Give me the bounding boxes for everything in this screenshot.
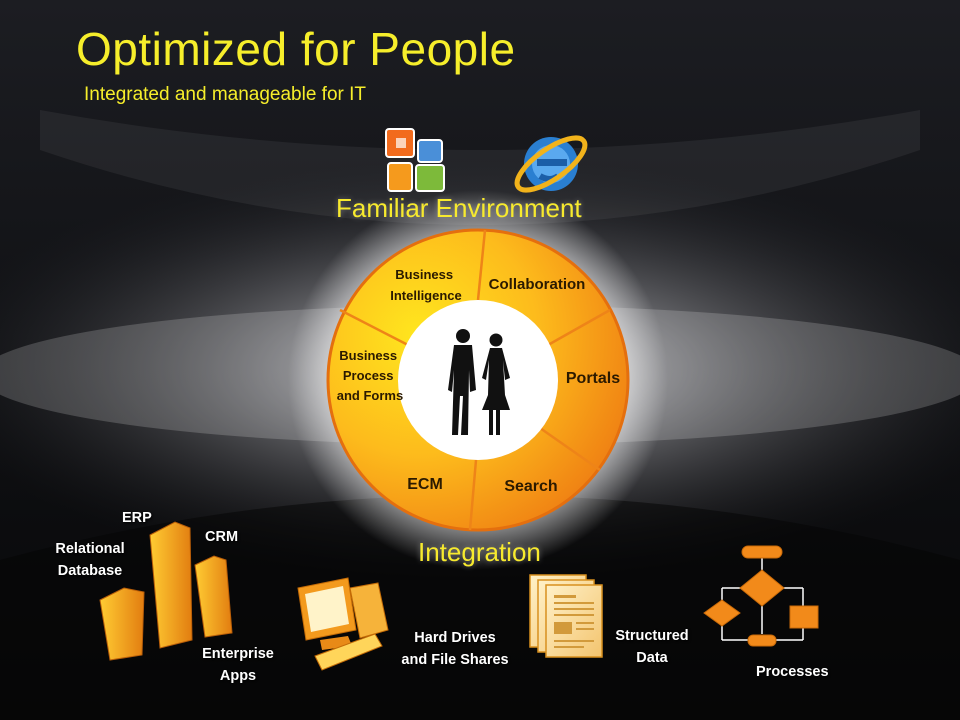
people-silhouette-icon — [448, 329, 510, 435]
computer-icon — [297, 577, 389, 671]
relational-database-line2: Database — [57, 563, 123, 579]
segment-collaboration: Collaboration — [489, 276, 586, 293]
solution-wheel — [326, 228, 630, 532]
hard-drives-label: Hard Drives and File Shares — [382, 627, 528, 671]
segment-bi-line2: Intelligence — [390, 288, 462, 303]
crm-label: CRM — [205, 529, 239, 545]
segment-business-intelligence: Business Intelligence — [390, 267, 462, 303]
integration-label: Integration — [418, 537, 541, 567]
relational-database-line1: Relational — [55, 541, 125, 557]
segment-bi-line1: Business — [395, 267, 453, 282]
page-title: Optimized for People — [76, 23, 516, 75]
hard-drives-line1: Hard Drives — [414, 630, 496, 646]
segment-business-process: Business Process and Forms — [337, 348, 403, 403]
structured-data-line1: Structured — [615, 628, 689, 644]
familiar-environment-label: Familiar Environment — [336, 193, 582, 223]
segment-search: Search — [504, 478, 557, 495]
structured-data-line2: Data — [636, 650, 668, 666]
segment-ecm: ECM — [407, 476, 443, 493]
processes-label: Processes — [756, 664, 829, 680]
erp-label: ERP — [122, 510, 152, 526]
enterprise-apps-line1: Enterprise — [202, 646, 274, 662]
segment-bp-line1: Business — [339, 348, 397, 363]
enterprise-apps-label: Enterprise Apps — [195, 643, 281, 687]
flowchart-shapes — [703, 545, 819, 647]
enterprise-apps-line2: Apps — [219, 668, 257, 684]
relational-database-label: Relational Database — [48, 538, 132, 582]
segment-bp-line3: and Forms — [337, 388, 403, 403]
flowchart-icon — [721, 556, 804, 641]
structured-data-label: Structured Data — [606, 625, 698, 669]
segment-bp-line2: Process — [343, 368, 394, 383]
office-logo-icon — [385, 128, 445, 192]
internet-explorer-logo-icon — [514, 135, 588, 193]
database-towers-icon — [99, 521, 233, 661]
documents-icon — [529, 574, 603, 658]
page-subtitle: Integrated and manageable for IT — [84, 84, 367, 105]
segment-portals: Portals — [566, 370, 620, 387]
hard-drives-line2: and File Shares — [401, 652, 509, 668]
